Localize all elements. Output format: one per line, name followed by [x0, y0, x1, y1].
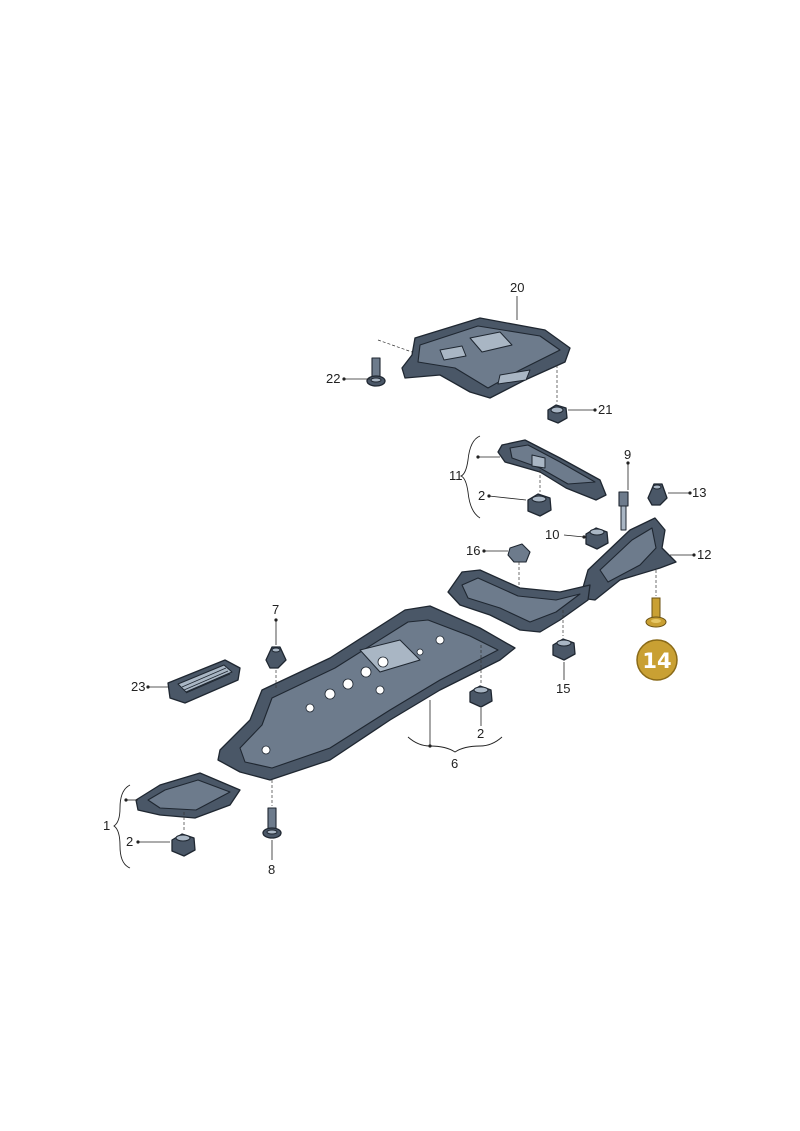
part-2-nut-lower[interactable]: [171, 833, 196, 857]
callout-8: 8: [268, 862, 275, 877]
part-7-clip[interactable]: [265, 646, 287, 669]
callout-13: 13: [692, 485, 706, 500]
part-11-shield-section[interactable]: [497, 439, 607, 501]
part-12-rear-shield[interactable]: [579, 517, 677, 601]
part-14-screw[interactable]: [645, 597, 667, 628]
part-middle-bracket[interactable]: [447, 569, 591, 633]
callout-15: 15: [556, 681, 570, 696]
callout-10: 10: [545, 527, 559, 542]
highlight-badge-14[interactable]: 14: [636, 639, 678, 681]
callout-21: 21: [598, 402, 612, 417]
callout-1: 1: [103, 818, 110, 833]
part-10-nut[interactable]: [585, 527, 609, 550]
part-22-bolt[interactable]: [366, 357, 386, 387]
callout-16: 16: [466, 543, 480, 558]
callout-22: 22: [326, 371, 340, 386]
callout-2-upper: 2: [478, 488, 485, 503]
callout-2-middle: 2: [477, 726, 484, 741]
callout-9: 9: [624, 447, 631, 462]
callout-6: 6: [451, 756, 458, 771]
part-13-clip[interactable]: [647, 483, 668, 506]
callout-23: 23: [131, 679, 145, 694]
part-20-upper-shield[interactable]: [401, 317, 571, 399]
callout-12: 12: [697, 547, 711, 562]
part-2-nut-middle[interactable]: [469, 685, 493, 708]
part-21-nut[interactable]: [547, 404, 568, 424]
callout-11: 11: [449, 468, 463, 483]
callout-7: 7: [272, 602, 279, 617]
part-15-nut[interactable]: [552, 638, 576, 661]
part-2-nut-upper[interactable]: [527, 493, 552, 517]
callout-20: 20: [510, 280, 524, 295]
part-9-clip[interactable]: [618, 491, 629, 531]
callout-14: 14: [642, 649, 671, 673]
part-23-grille-cover[interactable]: [167, 659, 241, 704]
part-6-main-shield[interactable]: [217, 605, 516, 781]
part-8-bolt[interactable]: [262, 807, 282, 839]
part-16-clip[interactable]: [507, 543, 531, 563]
part-1-front-shield[interactable]: [135, 772, 241, 819]
callout-2-lower: 2: [126, 834, 133, 849]
